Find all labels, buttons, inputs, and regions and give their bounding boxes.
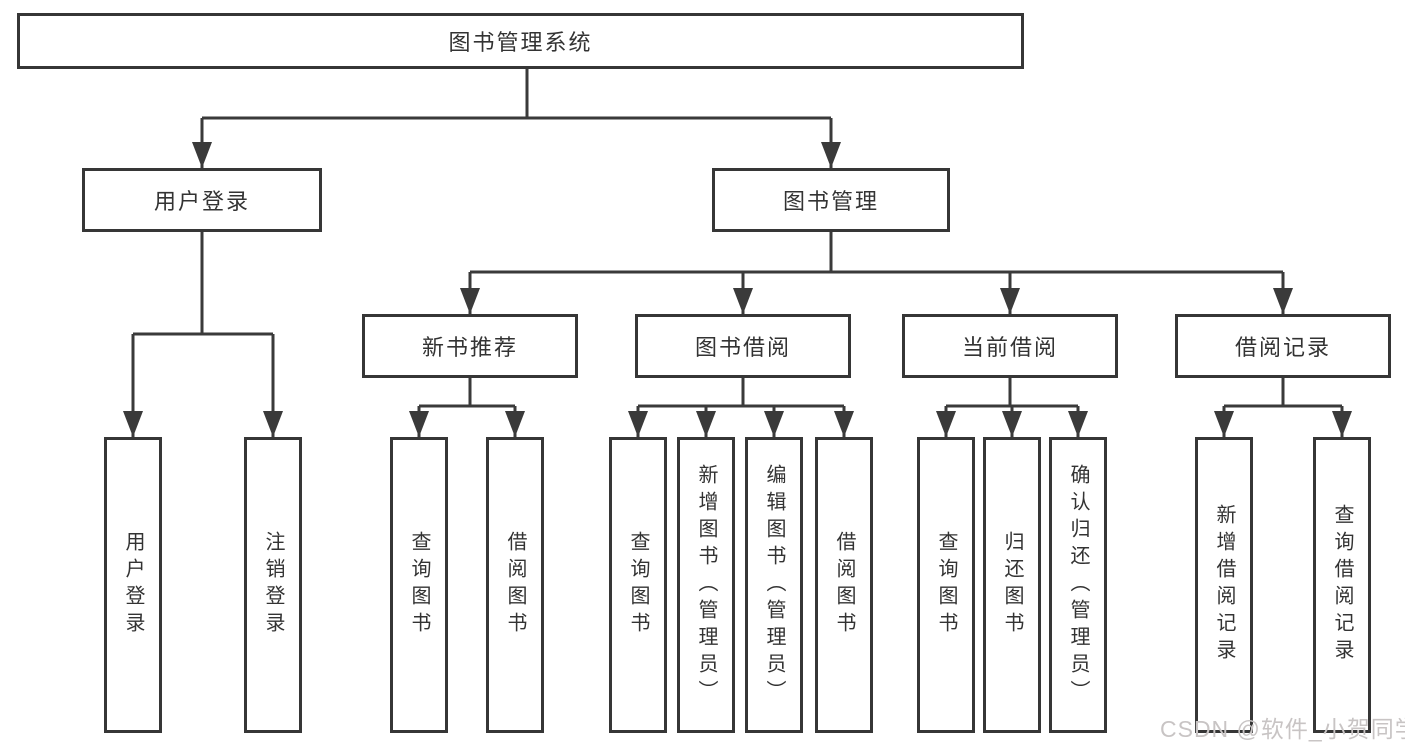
leaf-logout: 注销登录: [244, 437, 302, 733]
watermark-text: CSDN @软件_小贺同学: [1160, 716, 1405, 742]
leaf-borrow-add-admin: 新增图书（管理员）: [677, 437, 735, 733]
leaf-newbook-borrow-label: 借阅图书: [504, 531, 526, 639]
node-user-login-label: 用户登录: [153, 189, 250, 214]
leaf-logout-label: 注销登录: [262, 531, 284, 639]
node-borrow-record: 借阅记录: [1175, 314, 1391, 378]
leaf-record-query-label: 查询借阅记录: [1331, 504, 1353, 666]
leaf-borrow-book: 借阅图书: [815, 437, 873, 733]
leaf-newbook-query-label: 查询图书: [408, 531, 430, 639]
leaf-user-login: 用户登录: [104, 437, 162, 733]
leaf-borrow-add-admin-label: 新增图书（管理员）: [695, 463, 717, 707]
leaf-record-add-label: 新增借阅记录: [1213, 504, 1235, 666]
leaf-borrow-query: 查询图书: [609, 437, 667, 733]
leaf-borrow-query-label: 查询图书: [627, 531, 649, 639]
node-new-book: 新书推荐: [362, 314, 578, 378]
leaf-borrow-edit-admin: 编辑图书（管理员）: [745, 437, 803, 733]
leaf-borrow-book-label: 借阅图书: [833, 531, 855, 639]
leaf-newbook-borrow: 借阅图书: [486, 437, 544, 733]
leaf-user-login-label: 用户登录: [122, 531, 144, 639]
leaf-current-return-label: 归还图书: [1001, 531, 1023, 639]
leaf-record-add: 新增借阅记录: [1195, 437, 1253, 733]
node-book-borrow-label: 图书借阅: [694, 335, 791, 360]
node-root: 图书管理系统: [17, 13, 1024, 69]
node-book-mgmt-label: 图书管理: [782, 189, 879, 214]
node-current-borrow-label: 当前借阅: [961, 335, 1058, 360]
leaf-record-query: 查询借阅记录: [1313, 437, 1371, 733]
node-user-login: 用户登录: [82, 168, 322, 232]
node-new-book-label: 新书推荐: [421, 335, 518, 360]
node-book-mgmt: 图书管理: [712, 168, 950, 232]
node-book-borrow: 图书借阅: [635, 314, 851, 378]
leaf-current-query: 查询图书: [917, 437, 975, 733]
leaf-current-confirm-admin: 确认归还（管理员）: [1049, 437, 1107, 733]
leaf-current-query-label: 查询图书: [935, 531, 957, 639]
node-borrow-record-label: 借阅记录: [1234, 335, 1331, 360]
leaf-current-return: 归还图书: [983, 437, 1041, 733]
node-current-borrow: 当前借阅: [902, 314, 1118, 378]
leaf-borrow-edit-admin-label: 编辑图书（管理员）: [763, 463, 785, 707]
leaf-newbook-query: 查询图书: [390, 437, 448, 733]
leaf-current-confirm-admin-label: 确认归还（管理员）: [1067, 463, 1089, 707]
node-root-label: 图书管理系统: [448, 30, 593, 55]
